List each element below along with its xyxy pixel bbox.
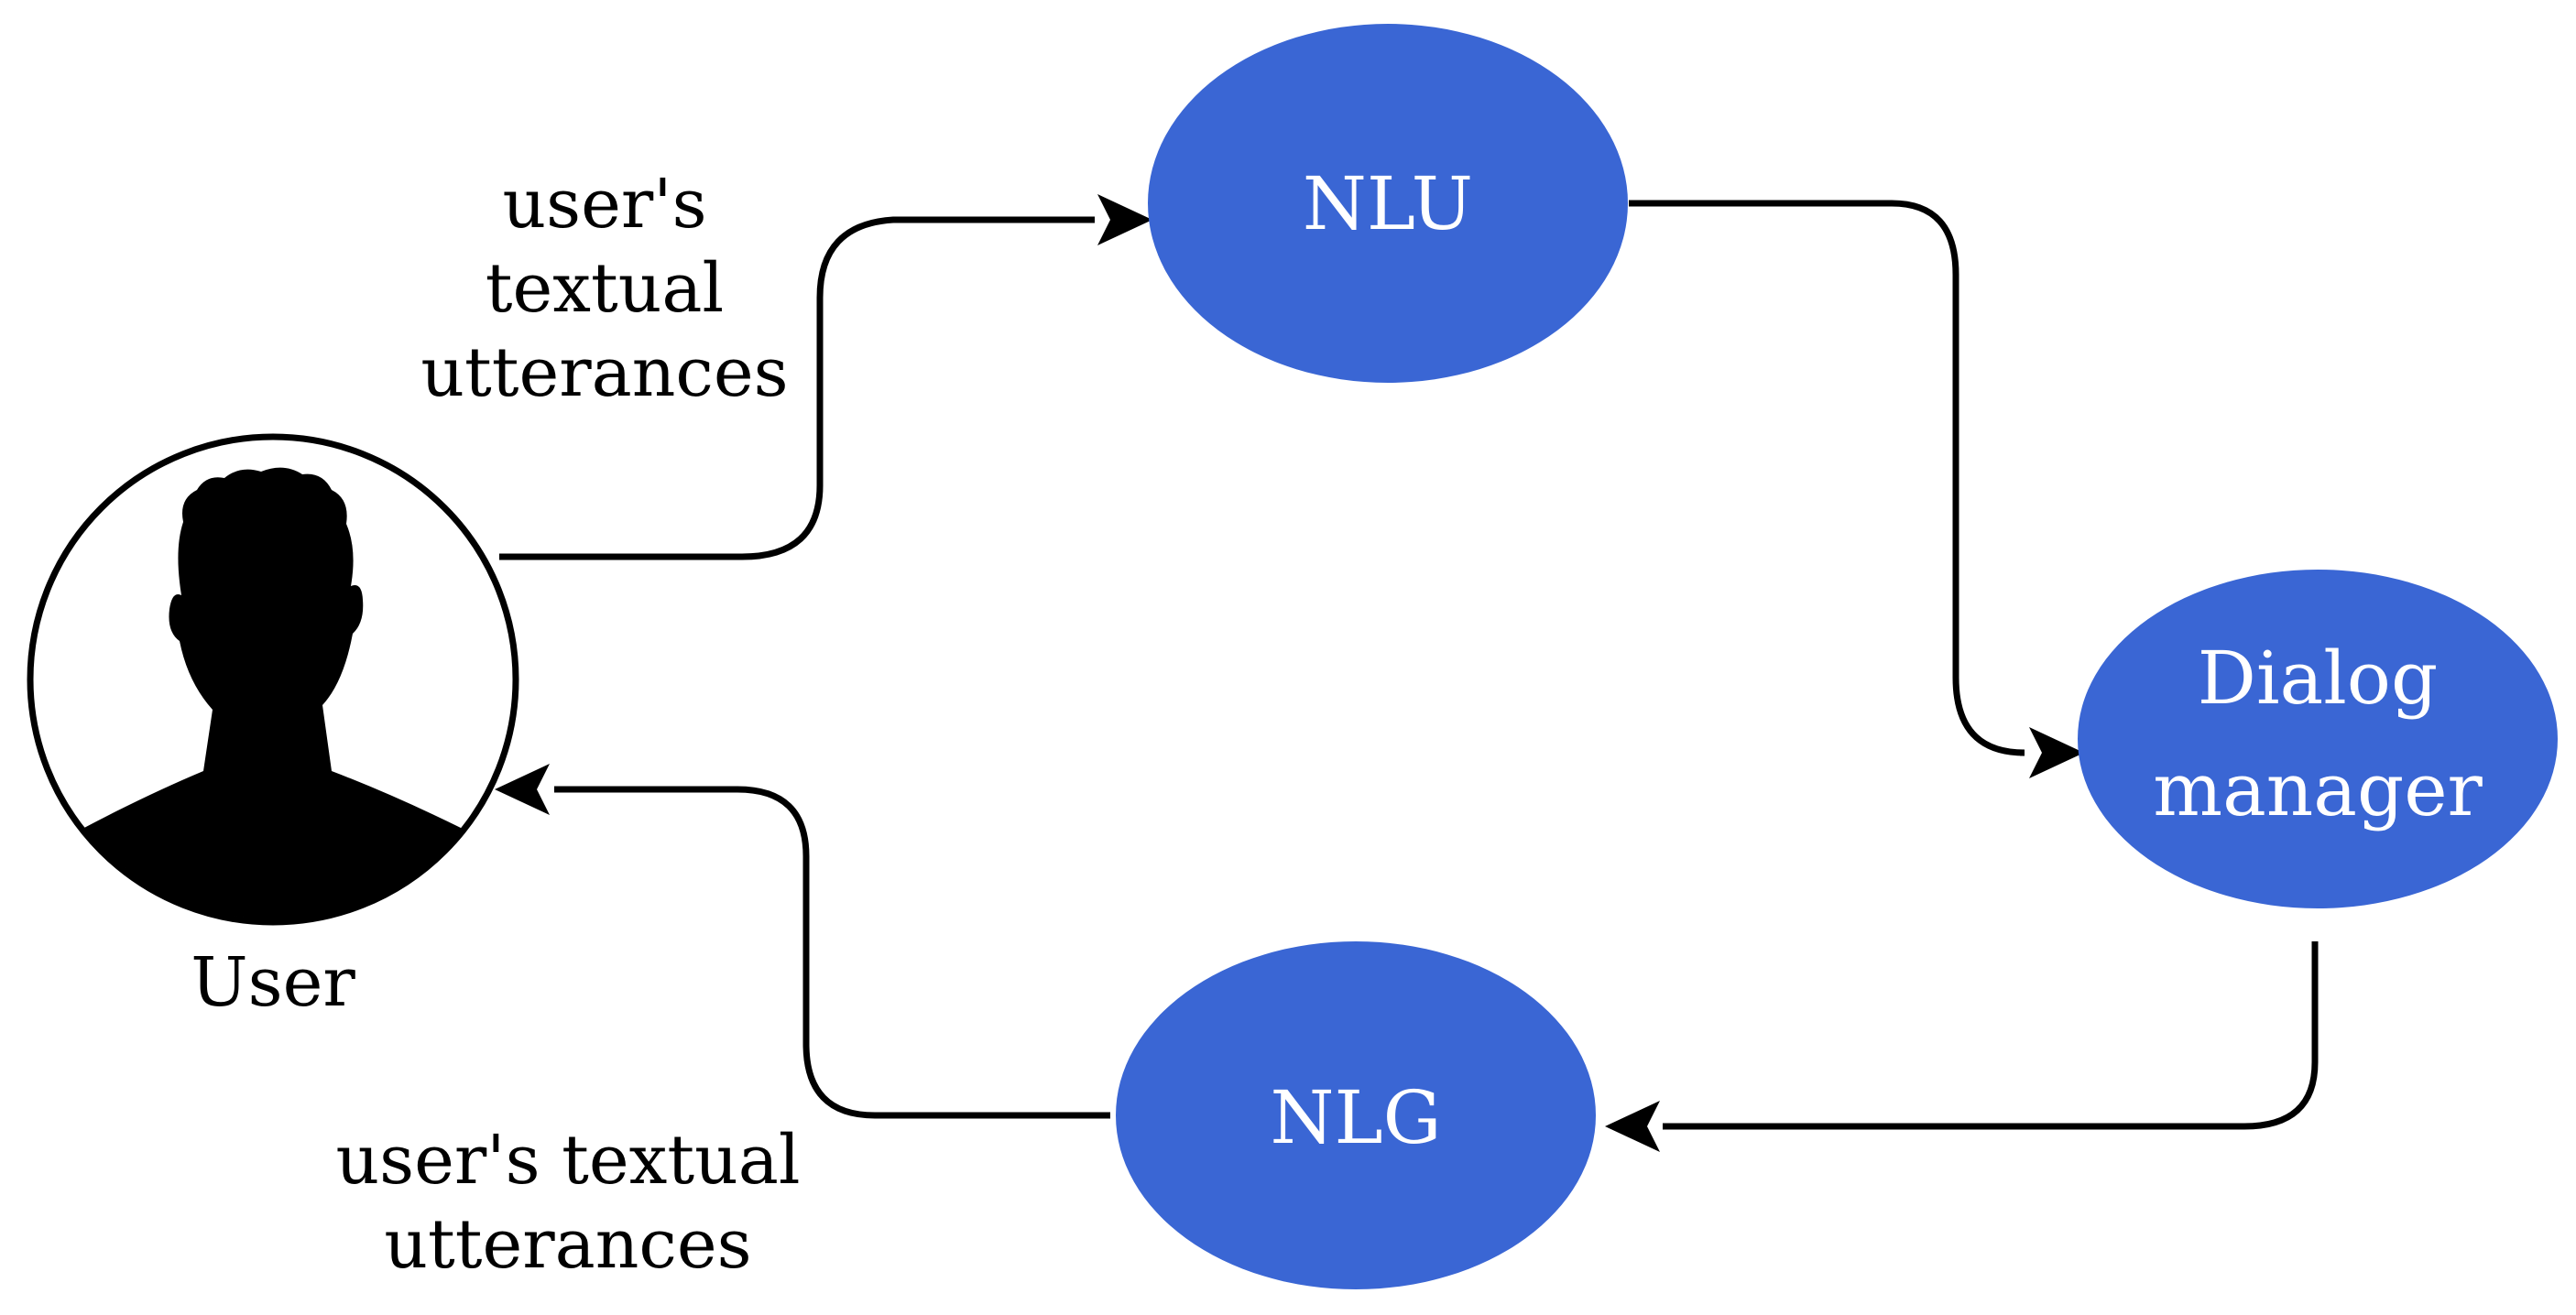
- node-dialog-manager-label-line1: Dialog: [2198, 636, 2438, 721]
- edge-nlu-to-dialog-manager: [1629, 200, 2025, 756]
- user-label: User: [191, 943, 355, 1022]
- node-nlg: NLG: [1116, 941, 1596, 1289]
- edge-label-nlg-to-user-line2: utterances: [384, 1205, 751, 1284]
- edge-label-user-to-nlu-line1: user's: [502, 165, 706, 244]
- arrowhead-dialog-manager-to-nlg: [1605, 1101, 1660, 1152]
- edge-dialog-manager-to-nlg: [1663, 941, 2319, 1130]
- arrowhead-user-to-nlu: [1097, 194, 1152, 245]
- node-nlg-label: NLG: [1270, 1075, 1441, 1160]
- node-nlu: NLU: [1148, 24, 1628, 383]
- node-dialog-manager-label-line2: manager: [2153, 747, 2483, 832]
- edge-label-nlg-to-user-line1: user's textual: [335, 1121, 800, 1200]
- user-avatar: [27, 433, 519, 926]
- edge-label-user-to-nlu-line3: utterances: [420, 333, 788, 412]
- user-silhouette-icon: [37, 467, 513, 919]
- edge-label-nlg-to-user: user's textual utterances: [335, 1121, 800, 1284]
- edge-label-user-to-nlu: user's textual utterances: [420, 165, 788, 412]
- arrowhead-nlg-to-user: [495, 764, 550, 815]
- node-dialog-manager: Dialog manager: [2078, 570, 2558, 908]
- edge-user-to-nlu: [499, 216, 1095, 560]
- edge-nlg-to-user: [554, 786, 1110, 1119]
- node-nlu-label: NLU: [1303, 161, 1473, 246]
- arrowhead-nlu-to-dialog-manager: [2029, 727, 2084, 778]
- edge-label-user-to-nlu-line2: textual: [486, 249, 724, 328]
